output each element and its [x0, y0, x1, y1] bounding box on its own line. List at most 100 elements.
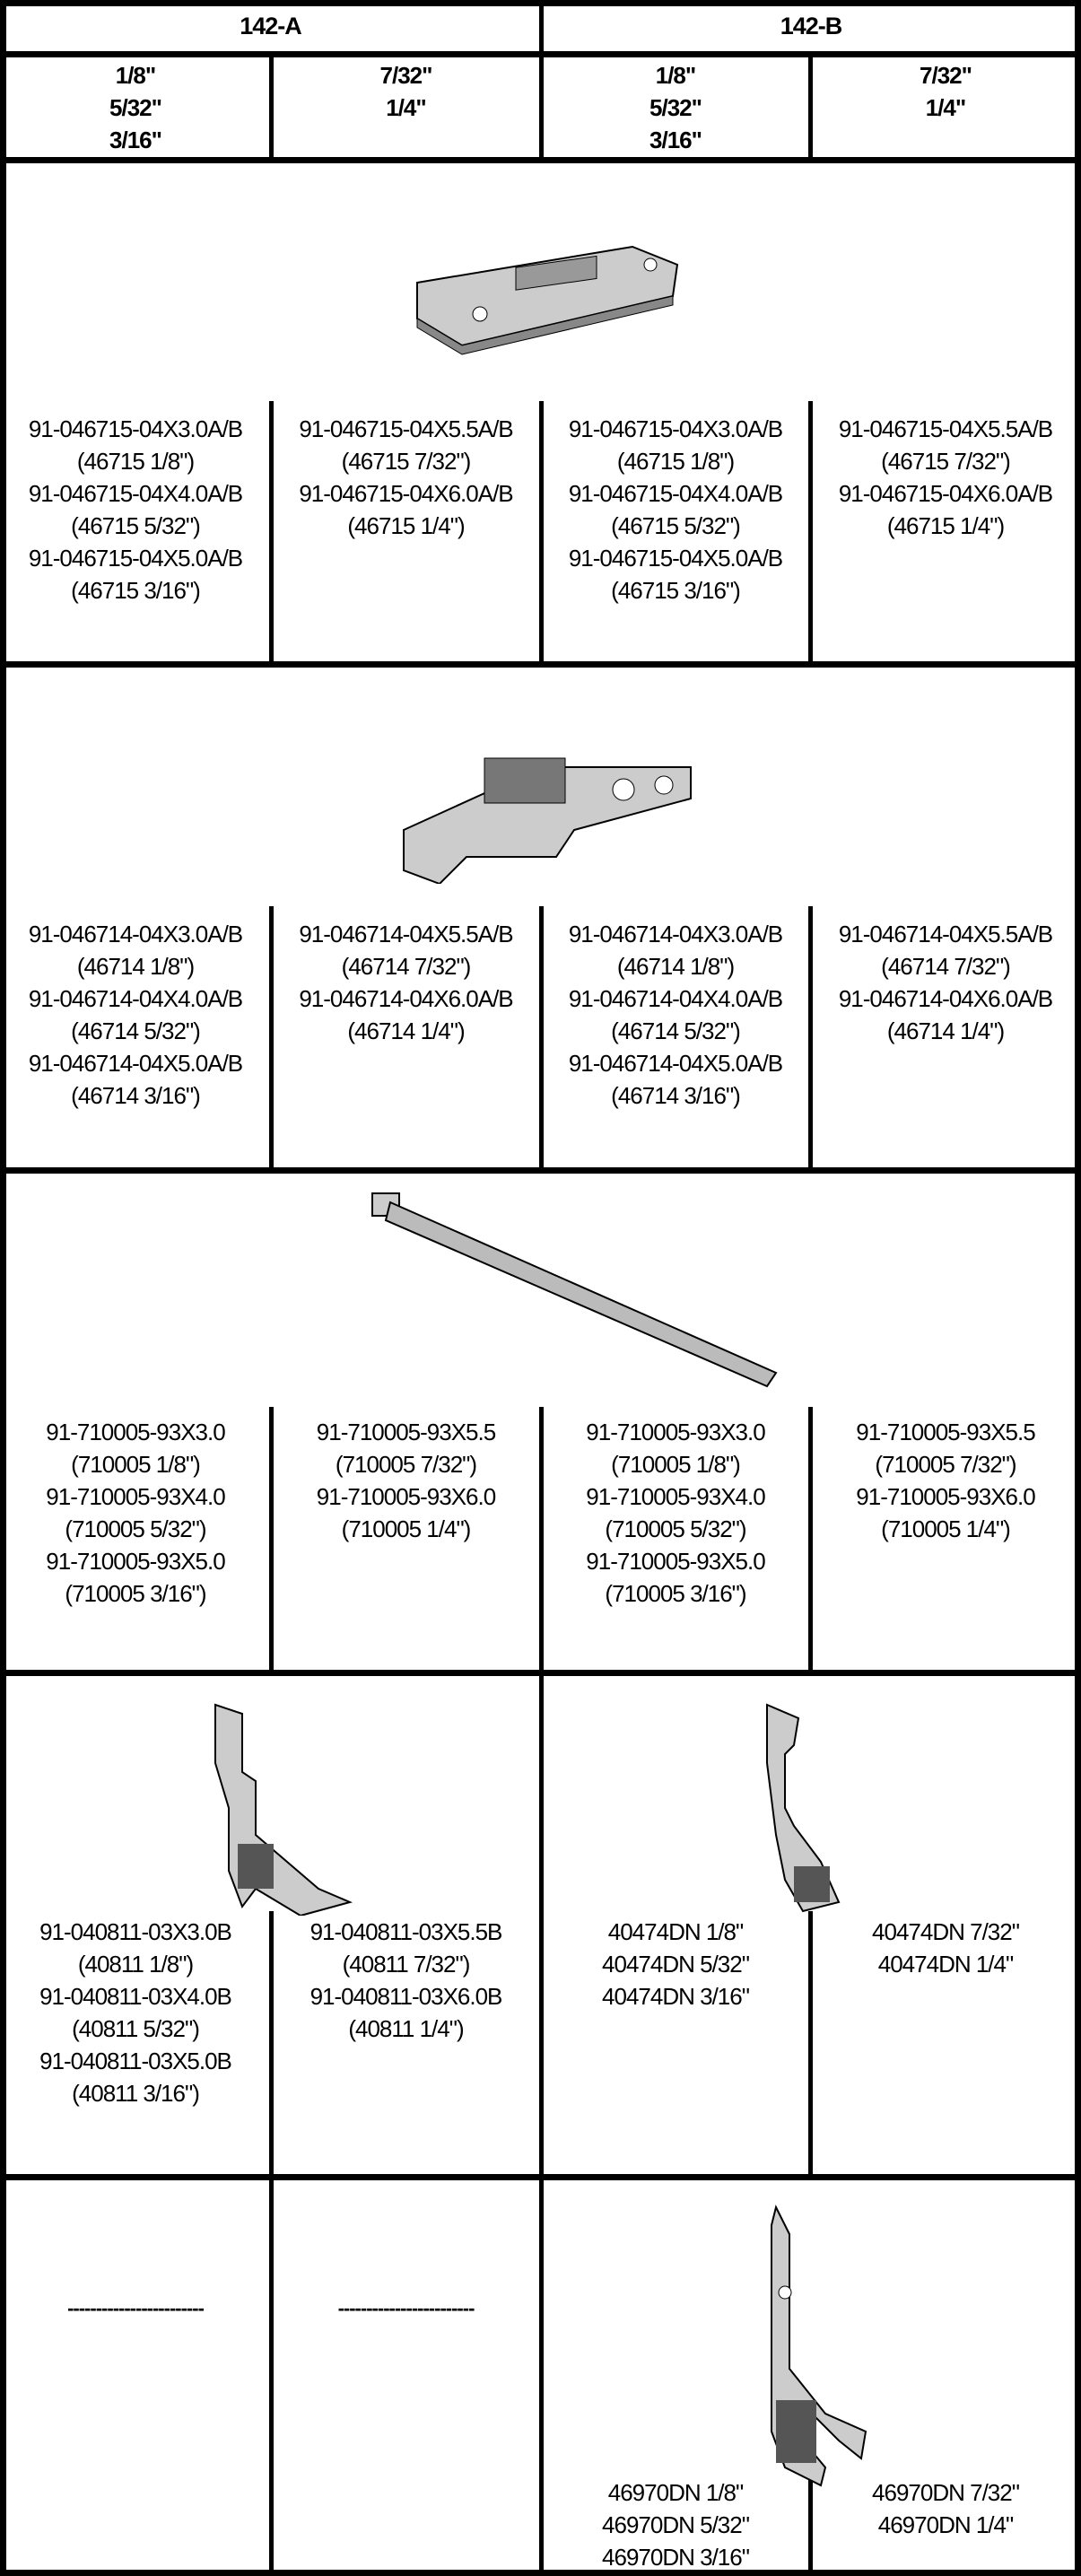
size-header: 1/8"5/32"3/16" [649, 62, 702, 153]
part-number-line: 91-710005-93X5.0 [586, 1548, 765, 1575]
divider [808, 1407, 813, 1672]
part-number-line: (710005 3/16") [65, 1580, 206, 1607]
divider [539, 401, 544, 664]
part-number-line: (46714 3/16") [611, 1082, 741, 1109]
part-number-line: 40474DN 7/32" [872, 1918, 1020, 1945]
part-number-cell: 46970DN 7/32"46970DN 1/4" [810, 2476, 1081, 2541]
part-number-line: (710005 1/8") [611, 1451, 741, 1478]
part-number-line: 91-046715-04X6.0A/B [838, 480, 1053, 507]
divider [808, 401, 813, 664]
part-number-cell: 91-710005-93X3.0(710005 1/8")91-710005-9… [0, 1416, 271, 1610]
divider [539, 906, 544, 1170]
divider [808, 2457, 813, 2576]
part-number-line: 91-046714-04X5.5A/B [299, 921, 513, 947]
part-number-line: 91-040811-03X3.0B [39, 1918, 232, 1945]
part-number-line: 91-710005-93X4.0 [586, 1483, 765, 1510]
part-number-cell: 91-046715-04X3.0A/B(46715 1/8")91-046715… [0, 413, 271, 607]
part-number-line: 91-046714-04X6.0A/B [838, 985, 1053, 1012]
part-number-cell: 91-046715-04X5.5A/B(46715 7/32")91-04671… [271, 413, 541, 542]
part-number-line: 91-046714-04X5.0A/B [28, 1050, 243, 1077]
part-number-line: 91-046715-04X6.0A/B [299, 480, 513, 507]
model-header-142a: 142-A [240, 13, 302, 39]
part-number-line: (46715 3/16") [611, 577, 741, 604]
part-number-line: (46715 7/32") [341, 448, 472, 475]
part-number-cell: 91-046714-04X3.0A/B (46714 1/8") 91-046714… [541, 918, 810, 1112]
divider [808, 51, 813, 160]
part-number-line: (710005 1/4") [881, 1515, 1011, 1542]
part-number-line: 91-040811-03X5.0B [39, 2048, 232, 2074]
divider [269, 906, 274, 1170]
part-number-line: 91-046715-04X5.0A/B [568, 545, 783, 572]
part-number-cell: 91-046714-04X5.5A/B (46714 7/32") 91-04671… [810, 918, 1081, 1047]
divider [539, 2177, 544, 2576]
divider [269, 1911, 274, 2177]
size-header: 7/32"1/4" [379, 62, 433, 121]
part-number-line: 91-710005-93X5.0 [46, 1548, 225, 1575]
part-number-line: 40474DN 1/8" [607, 1918, 744, 1945]
part-number-line: 91-040811-03X6.0B [309, 1983, 503, 2010]
size-header: 7/32"1/4" [920, 62, 972, 121]
part-number-line: (46715 5/32") [71, 512, 201, 539]
part-number-line: 91-046714-04X5.0A/B [568, 1050, 783, 1077]
divider [0, 157, 1081, 163]
part-number-line: (46714 1/4") [347, 1017, 465, 1044]
part-number-cell: 46970DN 1/8"46970DN 5/32"46970DN 3/16" [541, 2476, 810, 2573]
part-number-line: (46715 1/8") [616, 448, 735, 475]
part-number-line: (40811 3/16") [72, 2080, 200, 2107]
part-number-line: (46714 1/8") [76, 953, 195, 980]
part-number-cell: 91-710005-93X3.0(710005 1/8")91-710005-9… [541, 1416, 810, 1610]
part-number-line: 91-046714-04X4.0A/B [28, 985, 243, 1012]
part-number-cell: 91-040811-03X5.5B (40811 7/32") 91-040811-… [271, 1916, 541, 2045]
divider [539, 0, 544, 160]
part-number-line: (710005 5/32") [605, 1515, 746, 1542]
part-number-line: 91-040811-03X4.0B [39, 1983, 232, 2010]
size-header: 1/8"5/32"3/16" [109, 62, 162, 153]
part-number-line: (40811 1/4") [348, 2015, 464, 2042]
part-number-line: 91-046714-04X5.5A/B [838, 921, 1053, 947]
not-available-placeholder: ------------------------ [271, 2297, 541, 2320]
part-number-cell: 91-046715-04X5.5A/B(46715 7/32")91-04671… [810, 413, 1081, 542]
part-number-line: (710005 7/32") [875, 1451, 1016, 1478]
part-number-line: (46714 3/16") [71, 1082, 201, 1109]
part-number-line: 91-710005-93X6.0 [316, 1483, 496, 1510]
part-number-cell: 91-046714-04X3.0A/B (46714 1/8") 91-046714… [0, 918, 271, 1112]
part-number-line: (46714 5/32") [71, 1017, 201, 1044]
part-number-line: (46714 7/32") [881, 953, 1011, 980]
part-number-line: 46970DN 3/16" [602, 2544, 750, 2571]
part-number-line: (40811 5/32") [72, 2015, 200, 2042]
part-number-line: 91-040811-03X5.5B [309, 1918, 503, 1945]
part-number-line: 91-046714-04X3.0A/B [568, 921, 783, 947]
part-number-line: 91-046715-04X3.0A/B [568, 415, 783, 442]
part-number-line: 91-710005-93X5.5 [856, 1419, 1035, 1445]
part-number-line: 91-046714-04X3.0A/B [28, 921, 243, 947]
part-number-line: 46970DN 5/32" [602, 2511, 750, 2538]
divider [539, 1672, 544, 2177]
part-number-line: (40811 1/8") [77, 1951, 194, 1978]
part-number-cell: 40474DN 1/8"40474DN 5/32"40474DN 3/16" [541, 1916, 810, 2013]
part-number-line: (710005 1/4") [341, 1515, 472, 1542]
not-available-placeholder: ------------------------ [0, 2297, 271, 2320]
divider [0, 1167, 1081, 1174]
part-number-line: (46714 1/4") [886, 1017, 1005, 1044]
presser-foot-image [766, 1703, 841, 1913]
divider [0, 661, 1081, 668]
part-number-line: (46714 1/8") [616, 953, 735, 980]
part-number-line: (46715 3/16") [71, 577, 201, 604]
part-number-cell: 40474DN 7/32"40474DN 1/4" [810, 1916, 1081, 1980]
presser-foot-image [214, 1703, 353, 1916]
part-number-line: 91-710005-93X5.5 [316, 1419, 496, 1445]
part-number-line: (710005 5/32") [65, 1515, 206, 1542]
part-number-cell: 91-710005-93X5.5(710005 7/32")91-710005-… [810, 1416, 1081, 1545]
part-number-line: 40474DN 5/32" [602, 1951, 750, 1978]
feed-dog-image [403, 757, 692, 884]
part-number-line: 91-710005-93X4.0 [46, 1483, 225, 1510]
part-number-line: (46715 1/4") [886, 512, 1005, 539]
part-number-line: (40811 7/32") [342, 1951, 471, 1978]
part-number-line: (46715 7/32") [881, 448, 1011, 475]
divider [808, 1911, 813, 2177]
part-number-line: 91-046714-04X6.0A/B [299, 985, 513, 1012]
divider [539, 1407, 544, 1672]
divider [808, 906, 813, 1170]
divider [269, 1407, 274, 1672]
part-number-cell: 91-046715-04X3.0A/B (46715 1/8") 91-046715… [541, 413, 810, 607]
